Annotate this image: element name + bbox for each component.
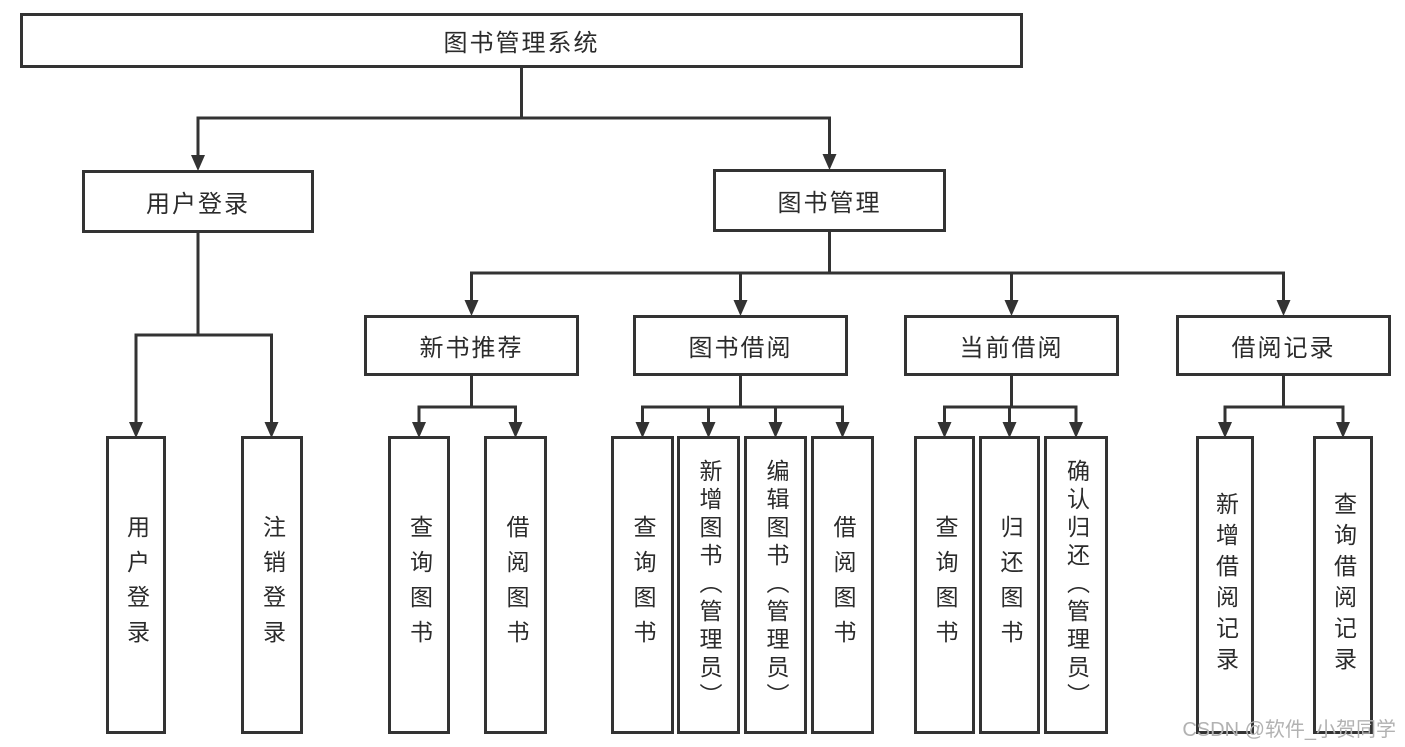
leaf-logout: 注销登录: [241, 436, 303, 734]
leaf-label: 查询借阅记录: [1330, 492, 1357, 678]
node-label: 图书借阅: [688, 335, 793, 362]
leaf-label: 编辑图书（管理员）: [763, 459, 789, 711]
leaf-user-login: 用户登录: [106, 436, 166, 734]
leaf-query-borrow-record: 查询借阅记录: [1313, 436, 1373, 734]
leaf-label: 注销登录: [259, 515, 286, 655]
leaf-query-books-borrow: 查询图书: [611, 436, 674, 734]
leaf-edit-books-admin: 编辑图书（管理员）: [744, 436, 807, 734]
leaf-label: 查询图书: [932, 515, 958, 655]
leaf-label: 新增借阅记录: [1212, 492, 1239, 678]
connector-user-login: [134, 233, 273, 422]
node-label: 借阅记录: [1231, 335, 1336, 362]
connector-records: [1223, 376, 1345, 422]
node-borrow-records: 借阅记录: [1176, 315, 1391, 376]
node-label: 图书管理: [777, 190, 882, 217]
leaf-add-books-admin: 新增图书（管理员）: [677, 436, 740, 734]
leaf-label: 新增图书（管理员）: [696, 459, 722, 711]
node-current-borrow: 当前借阅: [904, 315, 1119, 376]
leaf-label: 查询图书: [406, 515, 433, 655]
leaf-label: 借阅图书: [830, 515, 856, 655]
csdn-watermark: CSDN @软件_小贺同学: [1182, 719, 1396, 741]
node-library-system: 图书管理系统: [20, 13, 1023, 68]
node-label: 当前借阅: [959, 335, 1064, 362]
connector-root: [196, 68, 831, 155]
leaf-add-borrow-record: 新增借阅记录: [1196, 436, 1254, 734]
node-label: 新书推荐: [419, 335, 524, 362]
leaf-label: 借阅图书: [503, 515, 529, 655]
leaf-label: 查询图书: [630, 515, 656, 655]
node-new-book-recommend: 新书推荐: [364, 315, 579, 376]
connector-borrow: [641, 376, 844, 422]
node-book-management: 图书管理: [713, 169, 946, 232]
connector-current: [943, 376, 1078, 422]
node-user-login: 用户登录: [82, 170, 314, 233]
leaf-label: 确认归还（管理员）: [1063, 459, 1090, 711]
leaf-borrow-books-recommend: 借阅图书: [484, 436, 547, 734]
connector-book-mgmt: [470, 232, 1285, 300]
leaf-query-books-current: 查询图书: [914, 436, 975, 734]
leaf-confirm-return-admin: 确认归还（管理员）: [1044, 436, 1108, 734]
connector-recommend: [417, 376, 517, 422]
leaf-label: 归还图书: [997, 515, 1023, 655]
leaf-query-books-recommend: 查询图书: [388, 436, 450, 734]
node-label: 用户登录: [146, 191, 250, 218]
leaf-borrow-books: 借阅图书: [811, 436, 874, 734]
leaf-return-books: 归还图书: [979, 436, 1040, 734]
leaf-label: 用户登录: [123, 515, 150, 655]
node-book-borrow: 图书借阅: [633, 315, 848, 376]
node-label: 图书管理系统: [443, 30, 600, 57]
